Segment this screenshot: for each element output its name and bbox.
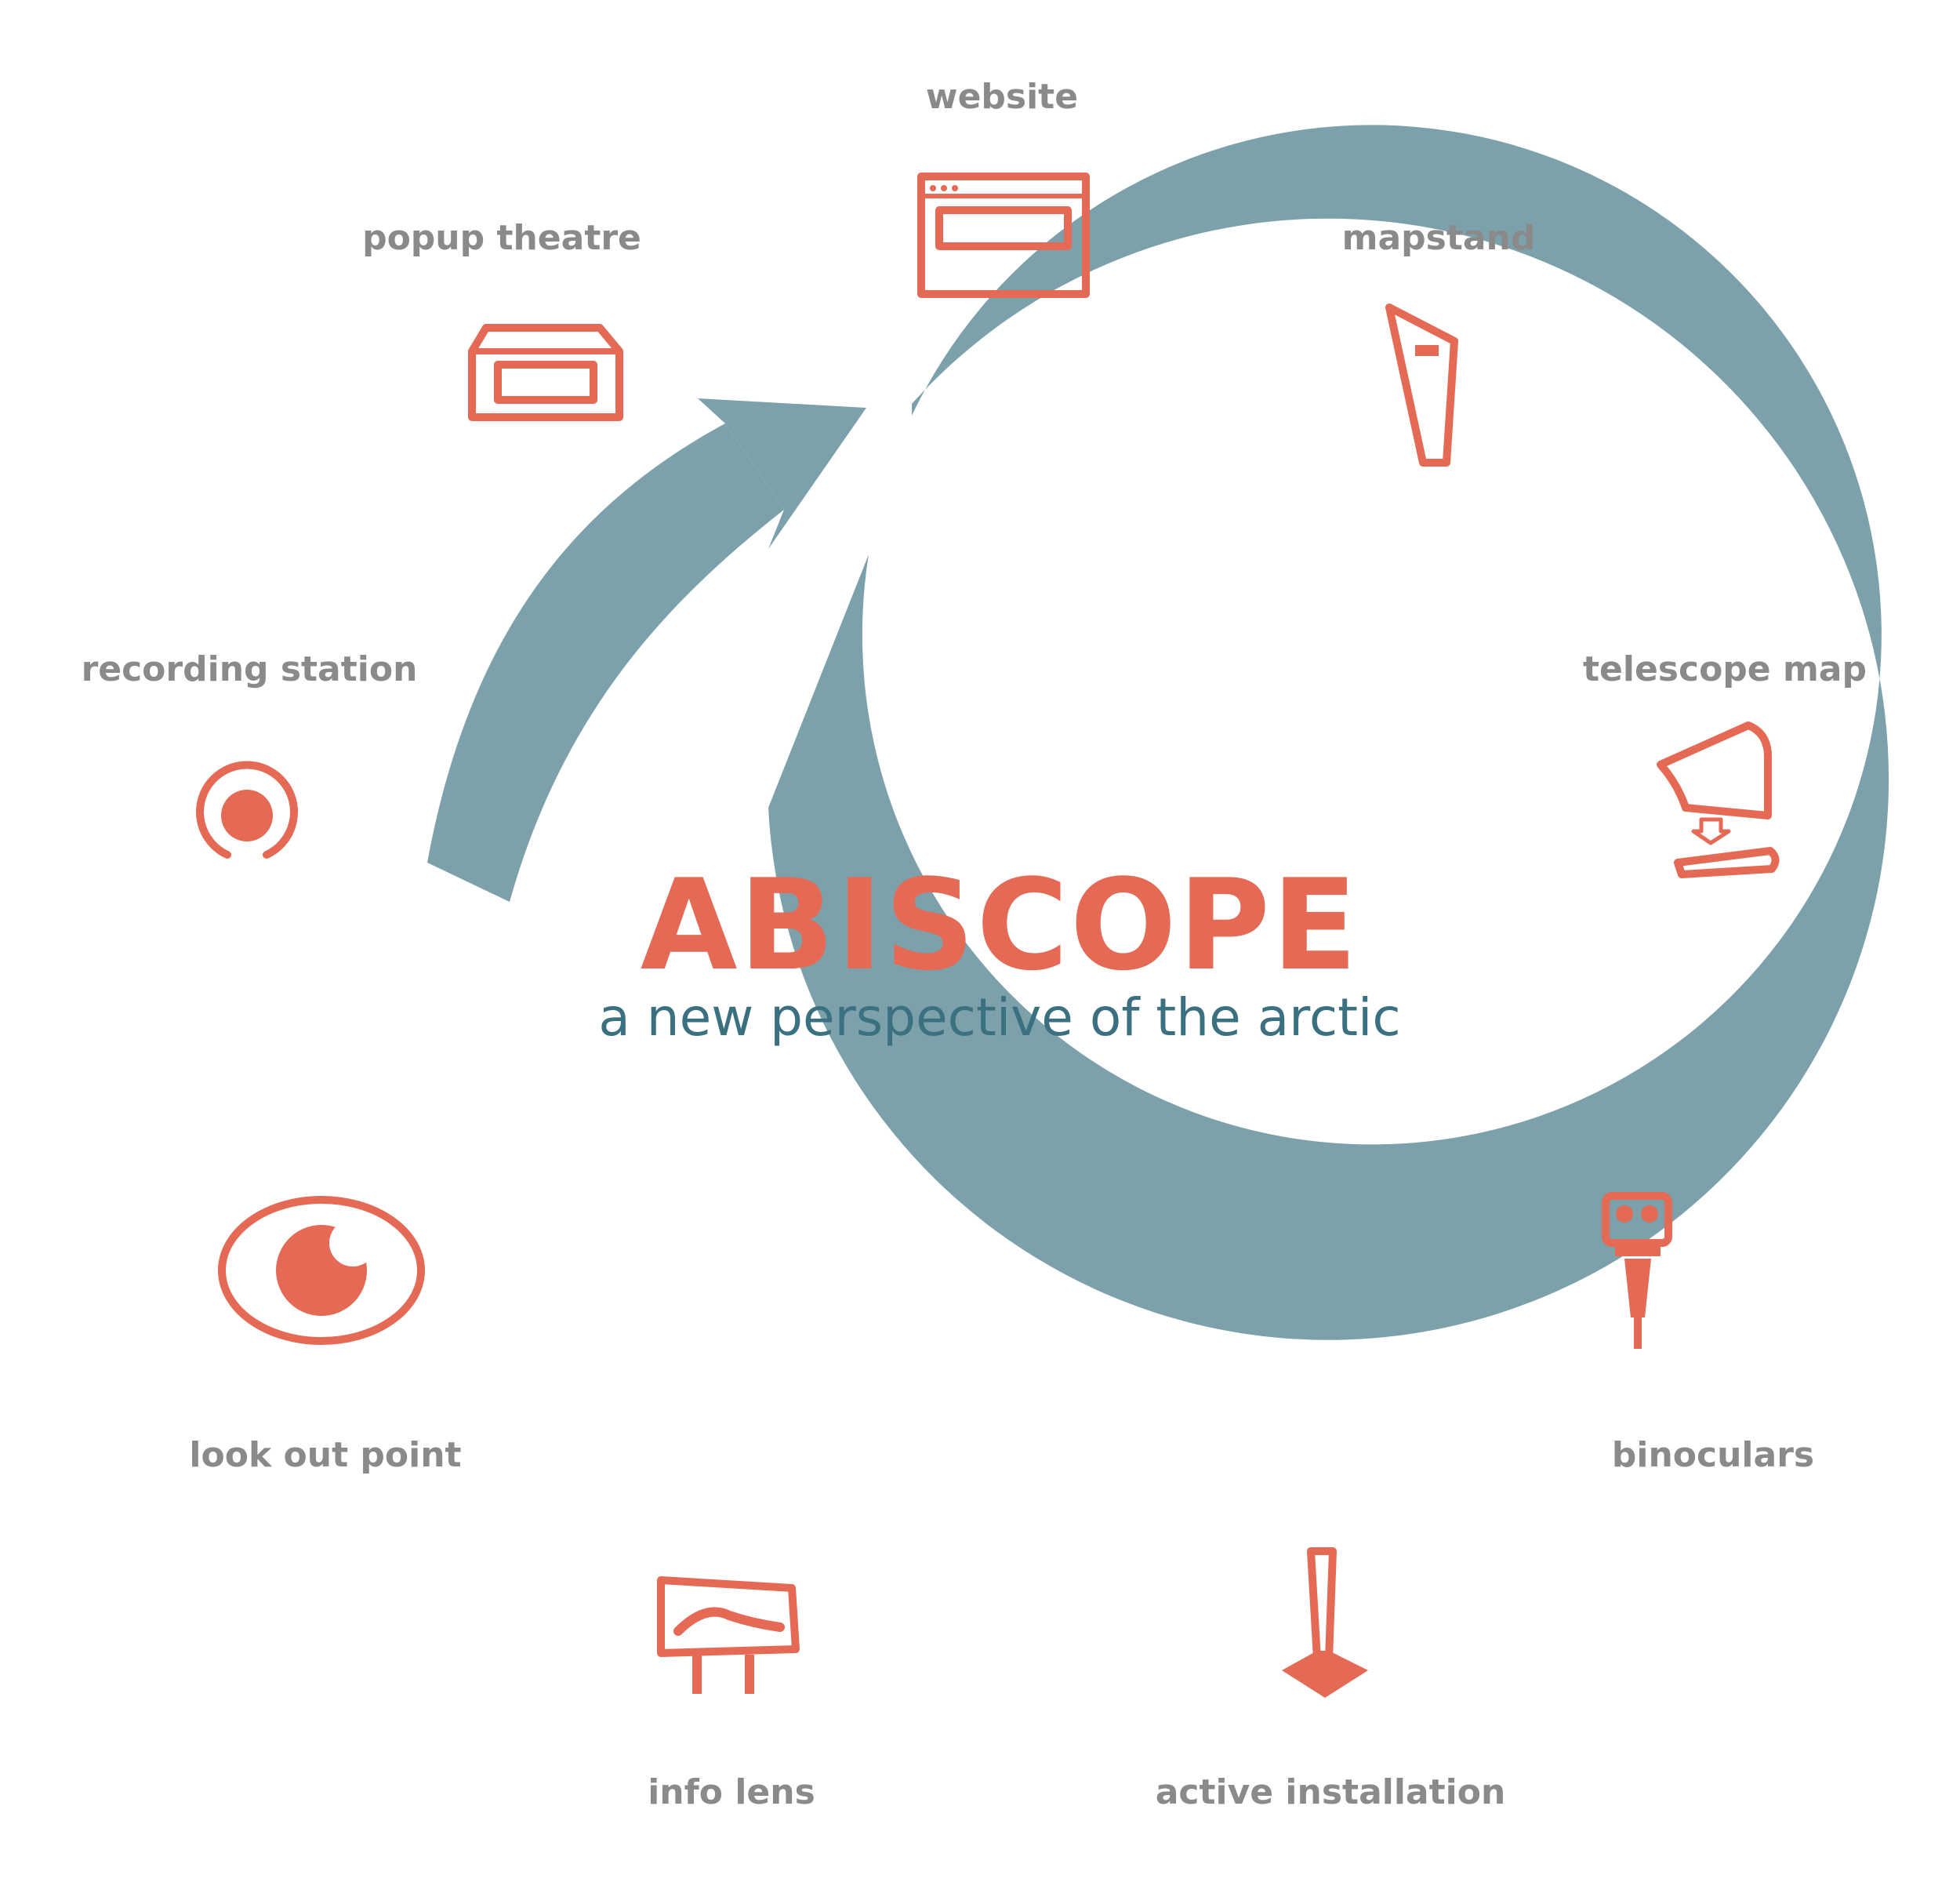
browser-window-icon <box>917 173 1090 298</box>
node-label-info-lens: info lens <box>648 1772 815 1812</box>
node-label-active-installation: active installation <box>1156 1772 1506 1812</box>
node-label-look-out-point: look out point <box>189 1435 461 1475</box>
node-label-recording-station: recording station <box>82 649 418 689</box>
diagram-tagline: a new perspective of the arctic <box>598 987 1400 1048</box>
diagram-title: ABISCOPE <box>641 852 1359 998</box>
popup-theatre-icon <box>468 324 623 421</box>
cycle-ring <box>768 125 1889 1340</box>
cycle-arrow-shaft <box>427 423 784 902</box>
node-label-popup-theatre: popup theatre <box>362 218 641 258</box>
cycle-arrowhead <box>698 398 866 549</box>
node-label-telescope-map: telescope map <box>1583 649 1867 689</box>
binoculars-icon <box>1602 1192 1672 1349</box>
node-label-website: website <box>926 77 1078 117</box>
info-sign-icon <box>657 1576 800 1694</box>
mapstand-icon <box>1385 303 1458 467</box>
eye-icon <box>218 1196 425 1345</box>
joystick-icon <box>1282 1547 1368 1698</box>
node-label-mapstand: mapstand <box>1342 218 1536 258</box>
cycle-arrow <box>427 125 1889 1340</box>
node-label-binoculars: binoculars <box>1612 1435 1814 1475</box>
record-button-icon <box>196 761 298 859</box>
telescope-map-icon <box>1657 721 1780 878</box>
